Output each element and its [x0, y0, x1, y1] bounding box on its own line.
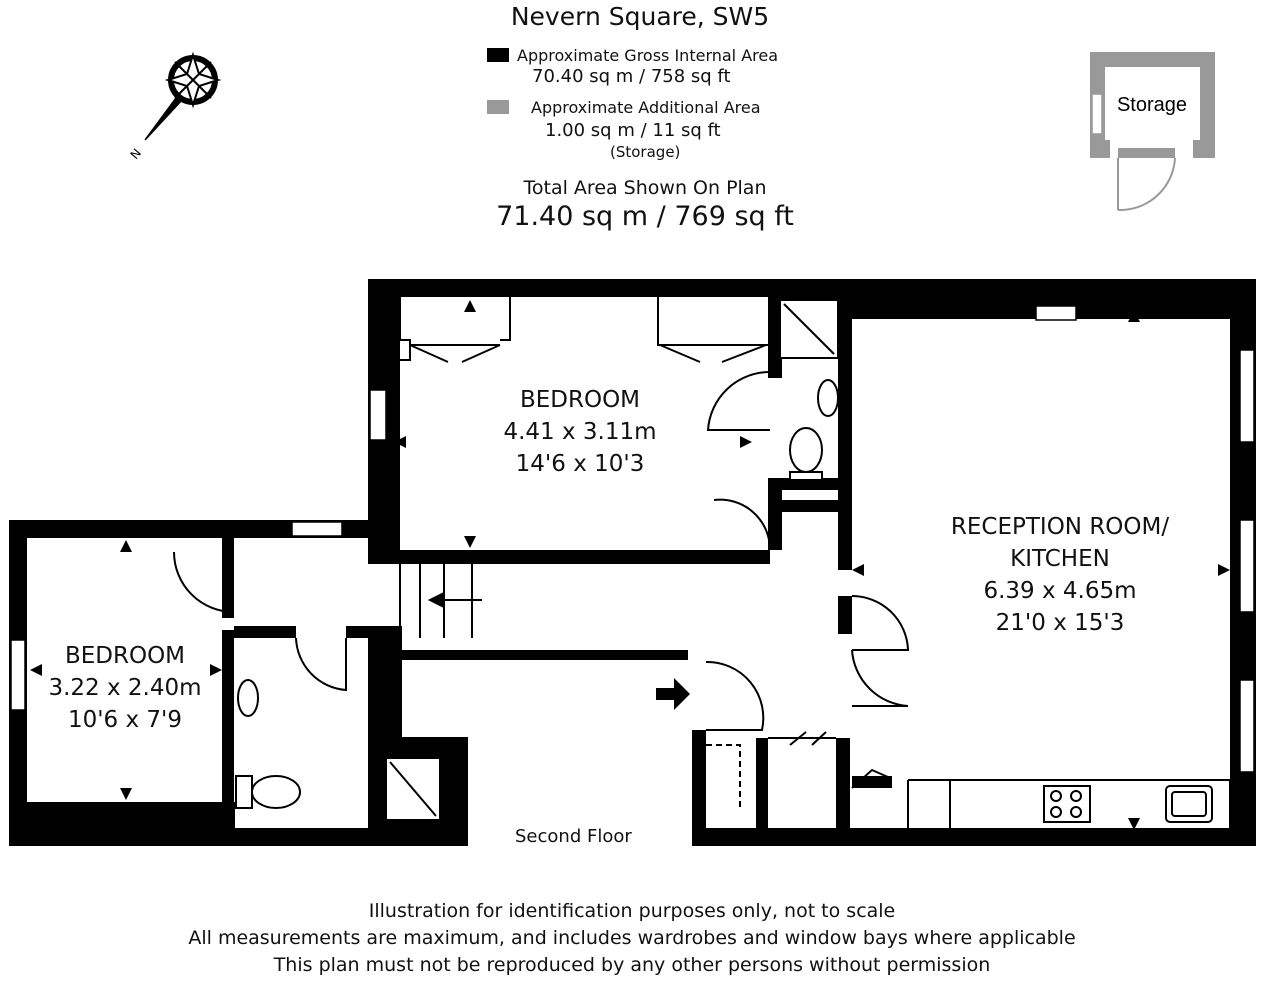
legend-swatch-grey [487, 100, 509, 114]
legend-additional: Approximate Additional Area [487, 98, 761, 117]
storage-unit [1090, 52, 1215, 212]
legend-gross-label: Approximate Gross Internal Area [517, 46, 779, 65]
room-metric: 6.39 x 4.65m [983, 578, 1137, 604]
dimension-arrows [30, 300, 1230, 830]
reception-kitchen-label: RECEPTION ROOM/ KITCHEN 6.39 x 4.65m 21'… [920, 511, 1200, 639]
bedroom-1-label: BEDROOM 4.41 x 3.11m 14'6 x 10'3 [470, 384, 690, 480]
window [369, 389, 387, 441]
room-name-2: KITCHEN [1010, 546, 1110, 572]
window [291, 521, 343, 537]
hob-icon [1043, 785, 1091, 823]
storage-label: Storage [1117, 94, 1187, 116]
legend-gross: Approximate Gross Internal Area [487, 46, 778, 65]
toilet-icon [251, 775, 301, 809]
compass-north-label: N [128, 146, 144, 162]
footer-line-1: Illustration for identification purposes… [368, 900, 896, 922]
window [10, 639, 26, 711]
room-metric: 3.22 x 2.40m [48, 675, 202, 701]
room-imperial: 21'0 x 15'3 [995, 610, 1125, 636]
basin-icon [817, 379, 839, 417]
room-imperial: 14'6 x 10'3 [515, 451, 645, 477]
room-metric: 4.41 x 3.11m [503, 419, 657, 445]
bathroom-fixtures [235, 299, 1213, 823]
legend-additional-note: (Storage) [610, 143, 681, 161]
total-area-value: 71.40 sq m / 769 sq ft [496, 201, 794, 232]
compass-icon: N [128, 51, 222, 162]
floor-label: Second Floor [515, 826, 632, 847]
legend-swatch-black [487, 48, 509, 62]
legend-additional-label: Approximate Additional Area [531, 98, 761, 117]
room-name: BEDROOM [519, 387, 641, 413]
window [1239, 519, 1255, 613]
footer-line-2: All measurements are maximum, and includ… [188, 927, 1076, 949]
bedroom-2-label: BEDROOM 3.22 x 2.40m 10'6 x 7'9 [20, 640, 230, 736]
room-name: RECEPTION ROOM/ [950, 514, 1170, 540]
basin-icon [237, 679, 259, 717]
wardrobes [173, 297, 1231, 828]
window [1239, 349, 1255, 443]
entrance-arrow-icon [656, 678, 690, 710]
room-name: BEDROOM [64, 643, 186, 669]
total-area-label: Total Area Shown On Plan [523, 177, 767, 199]
footer-line-3: This plan must not be reproduced by any … [273, 954, 991, 976]
legend-gross-value: 70.40 sq m / 758 sq ft [532, 66, 731, 87]
fireplace [1035, 305, 1077, 321]
legend-additional-value: 1.00 sq m / 11 sq ft [545, 120, 721, 141]
toilet-icon [789, 427, 823, 473]
window [1239, 679, 1255, 773]
plan-title: Nevern Square, SW5 [510, 2, 770, 31]
room-imperial: 10'6 x 7'9 [67, 707, 183, 733]
